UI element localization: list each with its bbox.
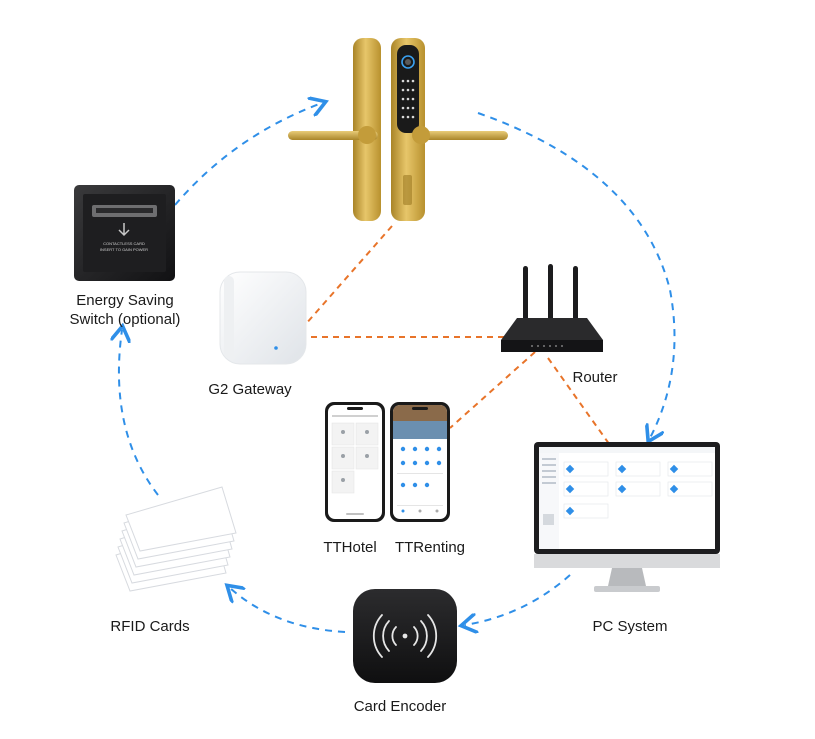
router-image <box>501 264 603 352</box>
pc-monitor-image <box>534 442 720 592</box>
smart-lock-image <box>288 38 508 221</box>
tthotel-phone-image <box>325 402 385 522</box>
switch-slot-text-1: CONTACTLESS CARD <box>103 241 145 246</box>
flow-arrow-switch-to-lock <box>174 103 322 206</box>
energy-switch-image: CONTACTLESS CARD INSERT TO GAIN POWER <box>74 185 175 281</box>
card-encoder-label: Card Encoder <box>353 698 447 715</box>
flow-arrow-cards-to-switch <box>119 330 159 496</box>
flow-arrow-encoder-to-cards <box>230 588 346 633</box>
gateway-label: G2 Gateway <box>208 381 292 398</box>
rfid-cards-image <box>115 486 237 592</box>
pc-system-label: PC System <box>592 618 668 635</box>
router-label: Router <box>572 369 618 386</box>
flow-arrow-pc-to-encoder <box>465 574 571 625</box>
energy-switch-label-line1: Energy Saving <box>76 292 174 309</box>
ttrenting-phone-image <box>390 402 450 522</box>
link-router-pc <box>547 357 613 449</box>
link-router-app <box>449 351 536 429</box>
energy-switch-label: Energy Saving Switch (optional) <box>50 291 200 329</box>
switch-slot-text-2: INSERT TO GAIN POWER <box>100 247 148 252</box>
rfid-cards-label: RFID Cards <box>110 618 190 635</box>
energy-switch-label-line2: Switch (optional) <box>69 311 181 328</box>
card-encoder-image <box>353 589 457 683</box>
tthotel-label: TTHotel <box>323 539 377 556</box>
gateway-image <box>219 271 307 365</box>
link-lock-gateway <box>304 225 393 326</box>
ttrenting-label: TTRenting <box>394 539 466 556</box>
